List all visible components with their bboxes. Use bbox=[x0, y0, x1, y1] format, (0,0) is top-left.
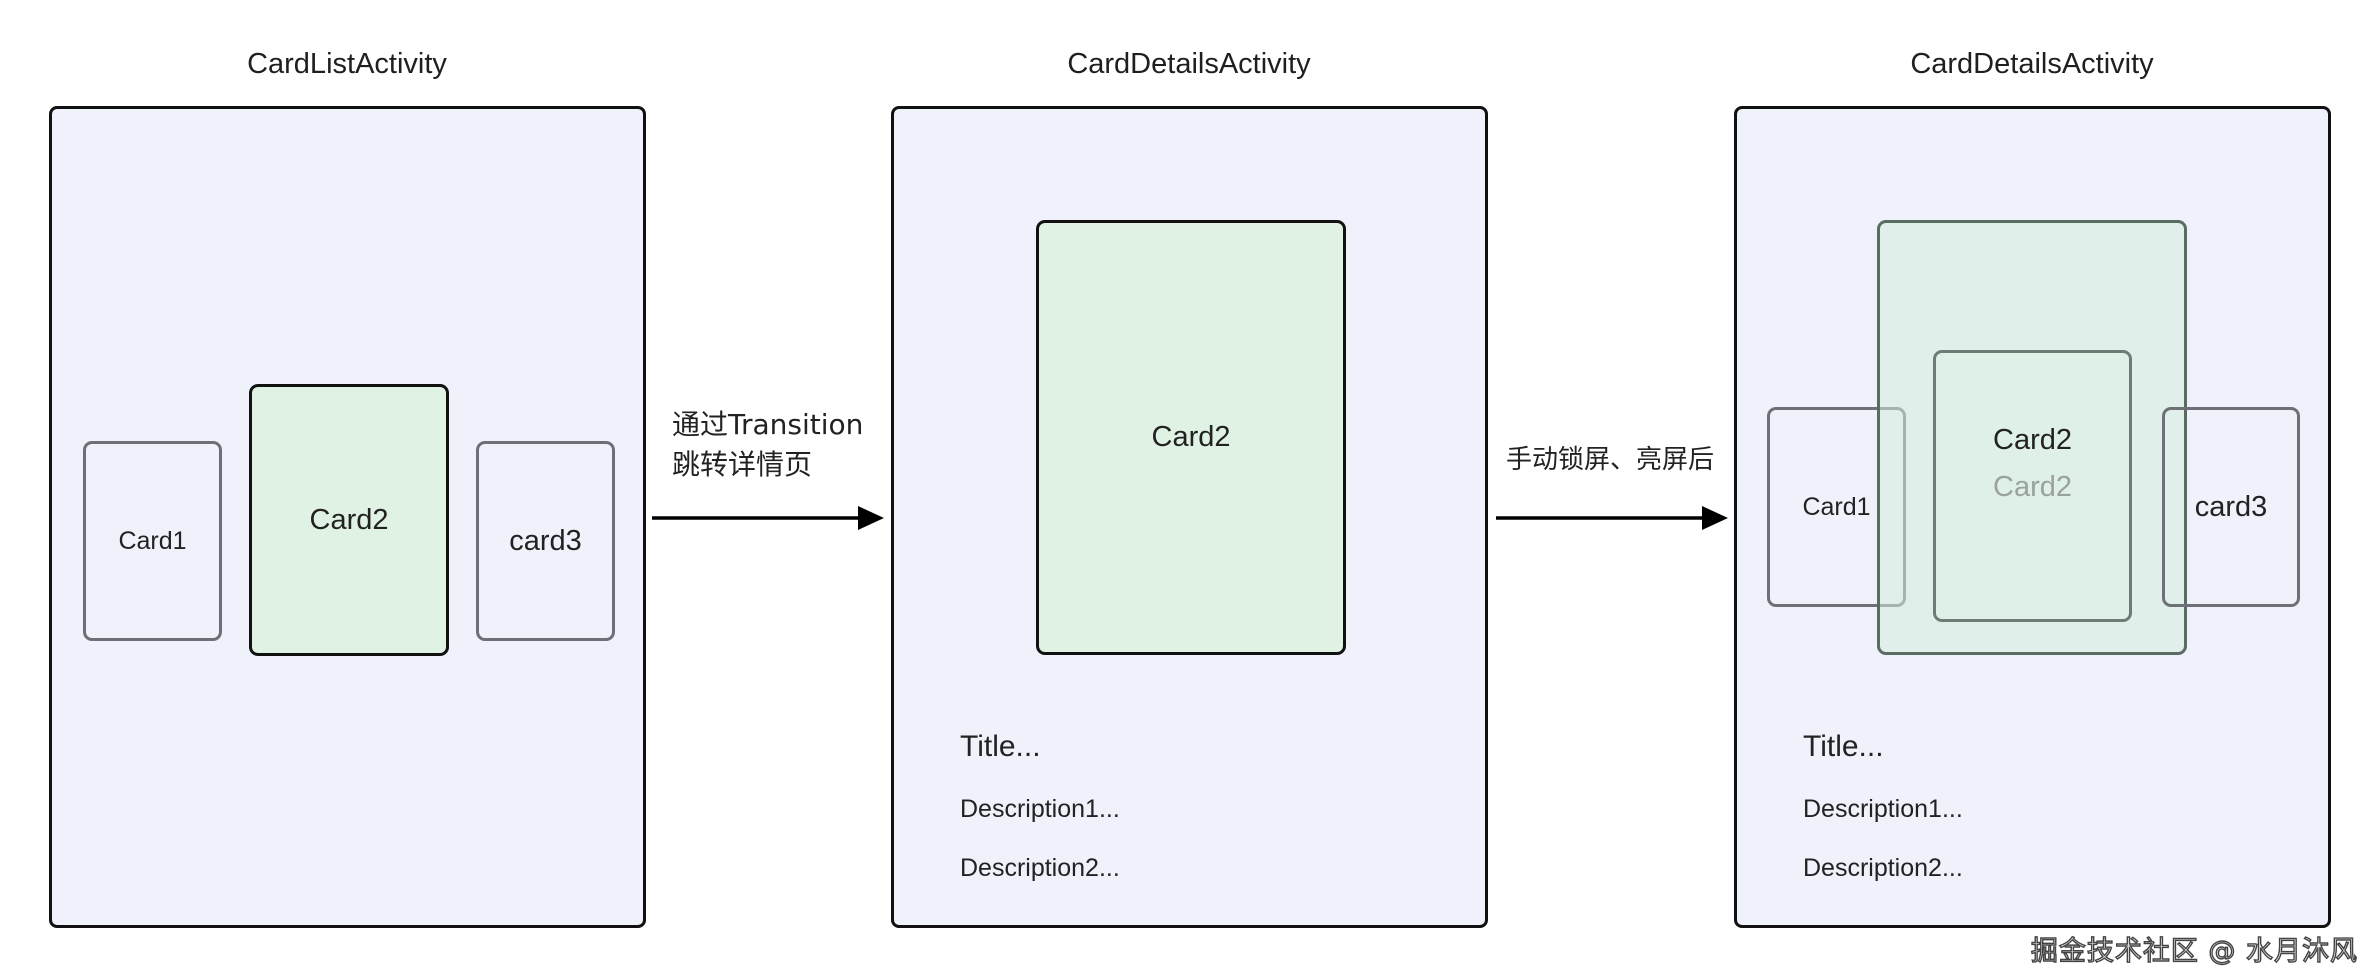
card-details-panel: Card2 Title... Description1... Descripti… bbox=[891, 106, 1488, 928]
card1-overlay-label: Card1 bbox=[1802, 492, 1871, 521]
detail-description2-after: Description2... bbox=[1803, 854, 1963, 882]
card2-overlay-label: Card2 bbox=[1993, 424, 2072, 456]
card2[interactable]: Card2 bbox=[249, 384, 449, 656]
card2-label: Card2 bbox=[309, 503, 389, 536]
detail-title-after: Title... bbox=[1803, 730, 1884, 763]
card2-overlay[interactable]: Card2 Card2 bbox=[1933, 350, 2132, 622]
card-list-panel: Card1 Card2 card3 bbox=[49, 106, 646, 928]
watermark: 掘金技术社区 @ 水月沐风 bbox=[2030, 935, 2358, 967]
card3-overlay-label: card3 bbox=[2194, 490, 2268, 523]
detail-description1-after: Description1... bbox=[1803, 795, 1963, 823]
lock-screen-arrow bbox=[1496, 506, 1728, 530]
card3-label: card3 bbox=[509, 524, 582, 557]
card2-ghost-label: Card2 bbox=[1993, 471, 2072, 503]
arrow1-label-line1: 通过Transition bbox=[672, 408, 864, 441]
card-details-panel-after: Card1 Card2 Card2 card3 Title... Descrip… bbox=[1734, 106, 2331, 928]
arrow2-label: 手动锁屏、亮屏后 bbox=[1506, 445, 1715, 475]
card2-detail[interactable]: Card2 bbox=[1036, 220, 1346, 655]
arrow1-label-line2: 跳转详情页 bbox=[672, 448, 813, 481]
detail-description2: Description2... bbox=[960, 854, 1120, 882]
card1[interactable]: Card1 bbox=[83, 441, 222, 641]
panel-title-card-details: CardDetailsActivity bbox=[1067, 48, 1311, 80]
card1-label: Card1 bbox=[118, 526, 187, 555]
card3-overlay[interactable]: card3 bbox=[2162, 407, 2300, 607]
card3[interactable]: card3 bbox=[476, 441, 615, 641]
panel-title-card-details-after: CardDetailsActivity bbox=[1910, 48, 2154, 80]
transition-arrow bbox=[652, 506, 884, 530]
card2-detail-label: Card2 bbox=[1151, 421, 1231, 453]
detail-title: Title... bbox=[960, 730, 1041, 763]
detail-description1: Description1... bbox=[960, 795, 1120, 823]
arrow1-label: 通过Transition 跳转详情页 bbox=[672, 405, 863, 485]
panel-title-card-list: CardListActivity bbox=[247, 48, 447, 80]
